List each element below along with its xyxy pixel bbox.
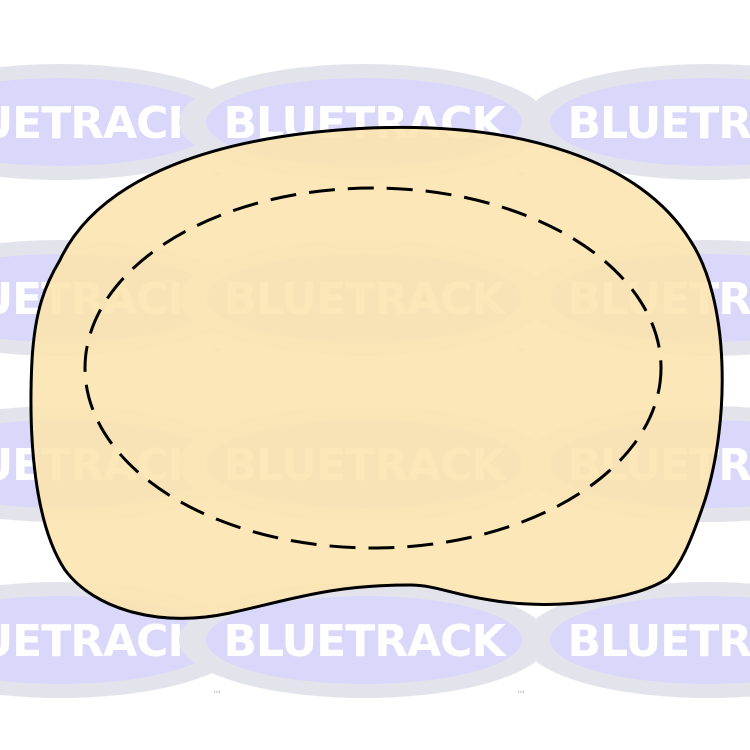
- watermark-trademark: ™: [516, 690, 526, 701]
- watermark-text: BLUETRACK: [0, 98, 203, 149]
- watermark-inner-oval: [0, 78, 218, 166]
- watermark-text: BLUETRACK: [567, 98, 750, 149]
- watermark-inner-oval: [550, 596, 750, 684]
- pad-shape: [29, 125, 724, 620]
- watermark-inner-oval: [206, 596, 522, 684]
- watermark-text: BLUETRACK: [567, 616, 750, 667]
- watermark-trademark: ™: [212, 690, 222, 701]
- watermark-text: BLUETRACK: [223, 616, 507, 667]
- watermark-tile: BLUETRACK ™: [0, 582, 245, 701]
- watermark-text: BLUETRACK: [0, 616, 203, 667]
- watermark-tile: BLUETRACK ™: [179, 582, 549, 701]
- watermark-inner-oval: [550, 78, 750, 166]
- stitch-line: [83, 186, 663, 550]
